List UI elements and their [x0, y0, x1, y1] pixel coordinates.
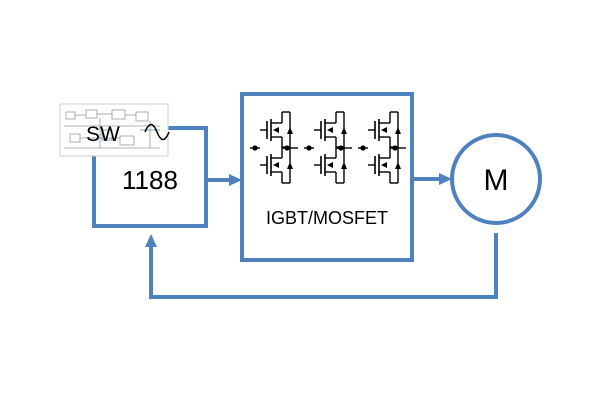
power-stage-block: IGBT/MOSFET [240, 92, 414, 262]
schematic-thumbnail-icon [59, 103, 169, 157]
motor-label: M [484, 164, 509, 197]
sine-wave-icon [144, 123, 170, 141]
controller-number: 1188 [122, 165, 178, 195]
feedback-loop [149, 233, 498, 299]
sw-label: SW [86, 123, 120, 146]
power-stage-box [240, 92, 414, 262]
motor-block: M [450, 133, 542, 225]
inverter-bridge [250, 111, 406, 184]
power-stage-label: IGBT/MOSFET [266, 208, 388, 228]
arrow-head-icon [439, 173, 452, 185]
arrow-head-icon [229, 174, 242, 186]
arrow-head-icon [145, 234, 157, 247]
controller-block: SW 1188 [59, 103, 208, 228]
